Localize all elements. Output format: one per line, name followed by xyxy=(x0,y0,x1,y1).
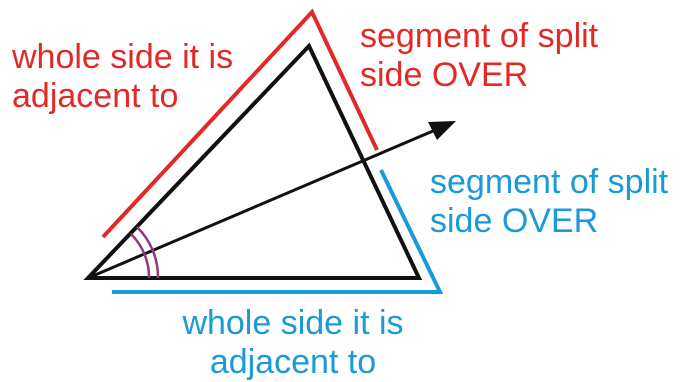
label-segment-blue: segment of split side OVER xyxy=(430,163,668,241)
label-line-1: whole side it is xyxy=(12,38,234,76)
angle-bisector-arrow xyxy=(87,126,441,280)
arrowhead-icon xyxy=(428,121,456,140)
label-line-1: segment of split xyxy=(430,163,669,201)
label-line-2: side OVER xyxy=(360,56,529,94)
label-segment-red: segment of split side OVER xyxy=(360,17,598,95)
label-line-2: side OVER xyxy=(430,202,599,240)
label-whole-side-blue: whole side it is adjacent to xyxy=(168,304,418,382)
angle-arc-inner xyxy=(130,233,151,279)
blue-marker-bottom xyxy=(112,169,444,294)
red-marker-top xyxy=(101,8,379,239)
angle-arc-outer xyxy=(136,226,160,279)
label-line-1: segment of split xyxy=(360,17,599,55)
label-whole-side-red: whole side it is adjacent to xyxy=(12,38,233,116)
label-line-2: adjacent to xyxy=(12,77,179,115)
triangle-diagram xyxy=(83,8,456,294)
label-line-1: whole side it is xyxy=(182,304,404,342)
label-line-2: adjacent to xyxy=(209,343,377,381)
